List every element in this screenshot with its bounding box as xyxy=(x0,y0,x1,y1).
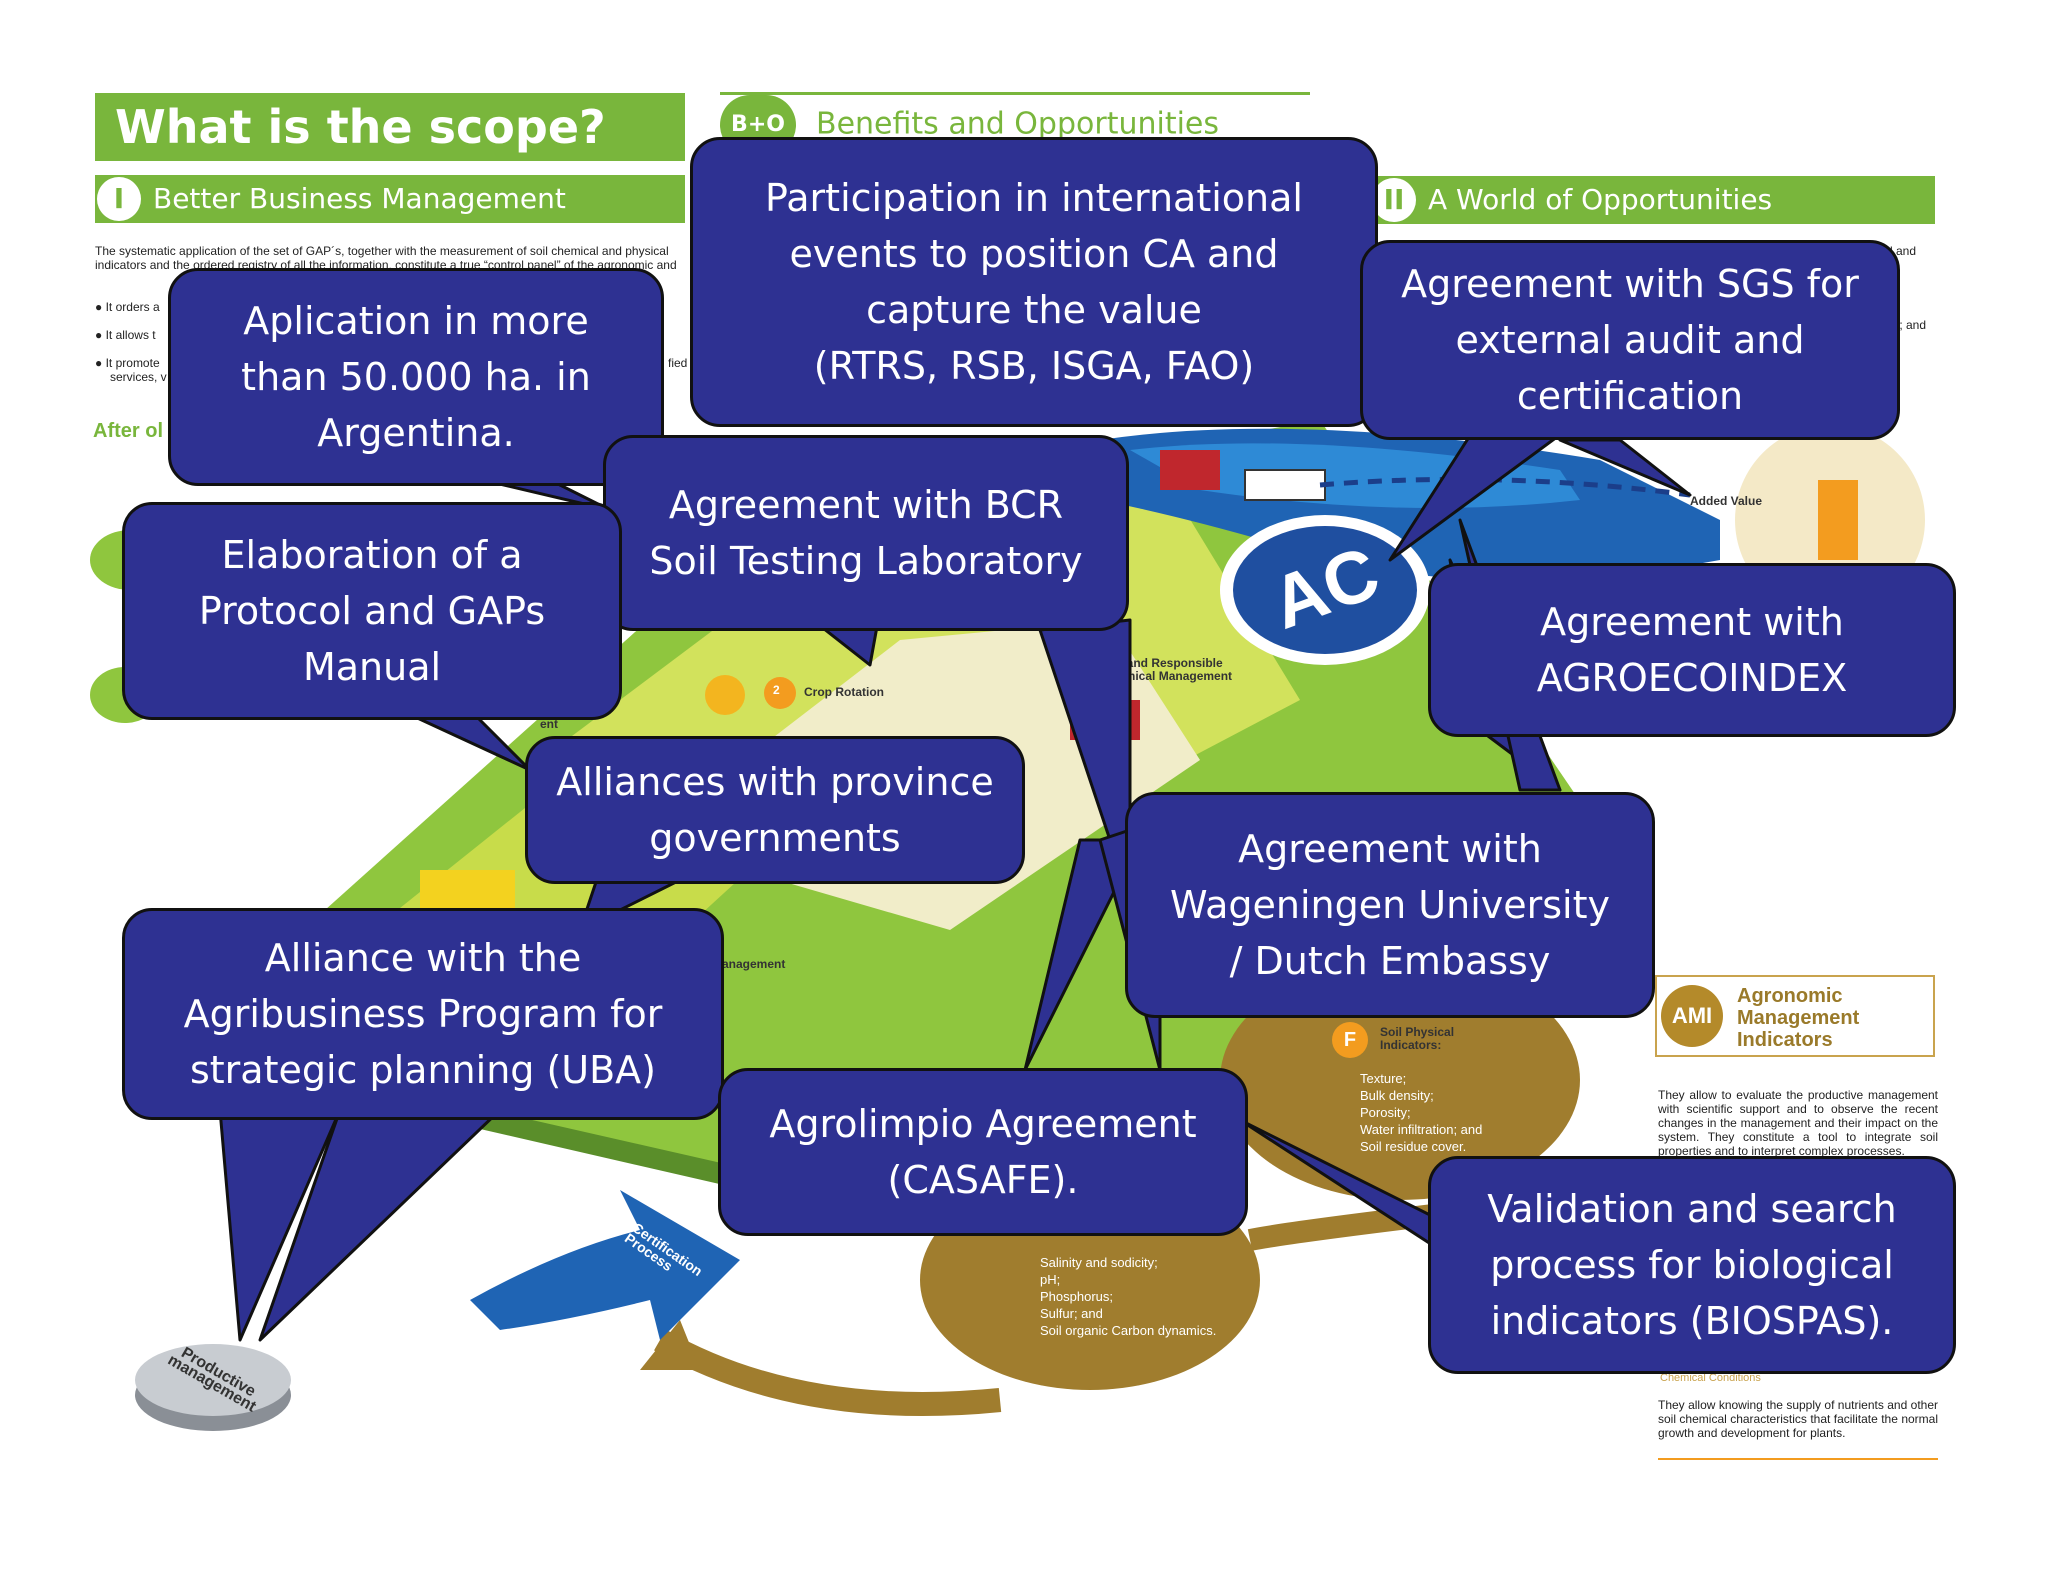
section1-title: Better Business Management xyxy=(153,182,566,215)
ami-badge: AMI xyxy=(1661,985,1723,1047)
callout-sgs: Agreement with SGS for external audit an… xyxy=(1360,240,1900,440)
bullet-2: ● It allows t xyxy=(95,328,156,342)
scope-title: What is the scope? xyxy=(115,100,606,154)
bullet-3-text: It promote xyxy=(105,356,160,370)
dashed-route xyxy=(1319,476,1691,498)
dish-top xyxy=(135,1344,291,1416)
callout-aplication: Aplication in more than 50.000 ha. in Ar… xyxy=(168,268,664,486)
tail-sgs-2 xyxy=(1558,438,1692,497)
bullet-3-cont: services, v xyxy=(110,370,167,384)
callout-uba: Alliance with the Agribusiness Program f… xyxy=(122,908,724,1120)
section1-bar: I Better Business Management xyxy=(95,175,685,223)
ami-title: Agronomic Management Indicators xyxy=(1737,985,1860,1051)
after-label: After ol xyxy=(93,420,163,442)
certification-arrow xyxy=(470,1190,740,1340)
callout-wageningen: Agreement with Wageningen University / D… xyxy=(1125,792,1655,1018)
chemical-conditions-title: Chemical Conditions xyxy=(1660,1372,1761,1384)
crop-rotation-badge xyxy=(764,677,796,709)
callout-provinces: Alliances with province governments xyxy=(525,736,1025,884)
ent-label: ent xyxy=(540,717,558,731)
agent-orange-box xyxy=(1818,480,1858,560)
soil-chemical-item: Soil organic Carbon dynamics. xyxy=(1040,1323,1217,1338)
bullet-tail: fied xyxy=(668,356,688,370)
crop-rotation-label: Crop Rotation xyxy=(804,685,884,699)
callout-participation: Participation in international events to… xyxy=(690,137,1378,427)
soil-chemical-item: Salinity and sodicity; xyxy=(1040,1255,1158,1270)
soil-chemical-list: Salinity and sodicity; pH; Phosphorus; S… xyxy=(1040,1254,1216,1339)
factory xyxy=(1160,450,1220,490)
section2-title: A World of Opportunities xyxy=(1428,183,1773,216)
soil-physical-blob xyxy=(1220,960,1580,1200)
scope-title-bar: What is the scope? xyxy=(95,93,685,161)
section2-bar: II A World of Opportunities xyxy=(1370,176,1935,224)
bullet-1: ● It orders a xyxy=(95,300,160,314)
callout-bcr: Agreement with BCR Soil Testing Laborato… xyxy=(603,435,1129,631)
callout-agroecoindex: Agreement with AGROECOINDEX xyxy=(1428,563,1956,737)
soil-physical-item: Water infiltration; and xyxy=(1360,1122,1483,1137)
harvester xyxy=(420,870,515,910)
soil-physical-item: Soil residue cover. xyxy=(1360,1139,1467,1154)
soil-physical-list: Texture; Bulk density; Porosity; Water i… xyxy=(1360,1070,1482,1155)
benefits-title: Benefits and Opportunities xyxy=(816,106,1220,142)
tail-biospas xyxy=(1238,1118,1442,1252)
return-arrow-head xyxy=(640,1320,700,1370)
soil-physical-item: Porosity; xyxy=(1360,1105,1411,1120)
soil-chemical-item: pH; xyxy=(1040,1272,1061,1287)
chemical-conditions-description: They allow knowing the supply of nutrien… xyxy=(1658,1398,1938,1440)
crop-rotation-number: 2 xyxy=(773,683,780,697)
return-arrow xyxy=(654,1329,1002,1416)
soil-chemical-item: Phosphorus; xyxy=(1040,1289,1113,1304)
soil-chemical-item: Sulfur; and xyxy=(1040,1306,1103,1321)
ami-box: AMI Agronomic Management Indicators xyxy=(1655,975,1935,1057)
callout-protocol: Elaboration of a Protocol and GAPs Manua… xyxy=(122,502,622,720)
ami-description: They allow to evaluate the productive ma… xyxy=(1658,1088,1938,1158)
section2-number: II xyxy=(1372,178,1416,222)
callout-biospas: Validation and search process for biolog… xyxy=(1428,1156,1956,1374)
bullet-1-text: It orders a xyxy=(105,300,160,314)
soil-physical-title: Soil Physical Indicators: xyxy=(1380,1025,1455,1052)
bullet-3: ● It promote xyxy=(95,356,160,370)
callout-agrolimpio: Agrolimpio Agreement (CASAFE). xyxy=(718,1068,1248,1236)
soil-physical-item: Bulk density; xyxy=(1360,1088,1434,1103)
ship xyxy=(1244,469,1326,501)
sunflower xyxy=(705,675,745,715)
added-value-label: Added Value xyxy=(1690,494,1763,508)
orange-divider xyxy=(1658,1458,1938,1460)
soil-physical-badge: F xyxy=(1332,1022,1368,1058)
ac-logo xyxy=(1233,526,1417,654)
bullet-2-text: It allows t xyxy=(105,328,156,342)
section1-number: I xyxy=(97,177,141,221)
soil-physical-item: Texture; xyxy=(1360,1071,1407,1086)
tail-sgs xyxy=(1388,418,1582,562)
anagement-label: anagement xyxy=(722,957,786,971)
